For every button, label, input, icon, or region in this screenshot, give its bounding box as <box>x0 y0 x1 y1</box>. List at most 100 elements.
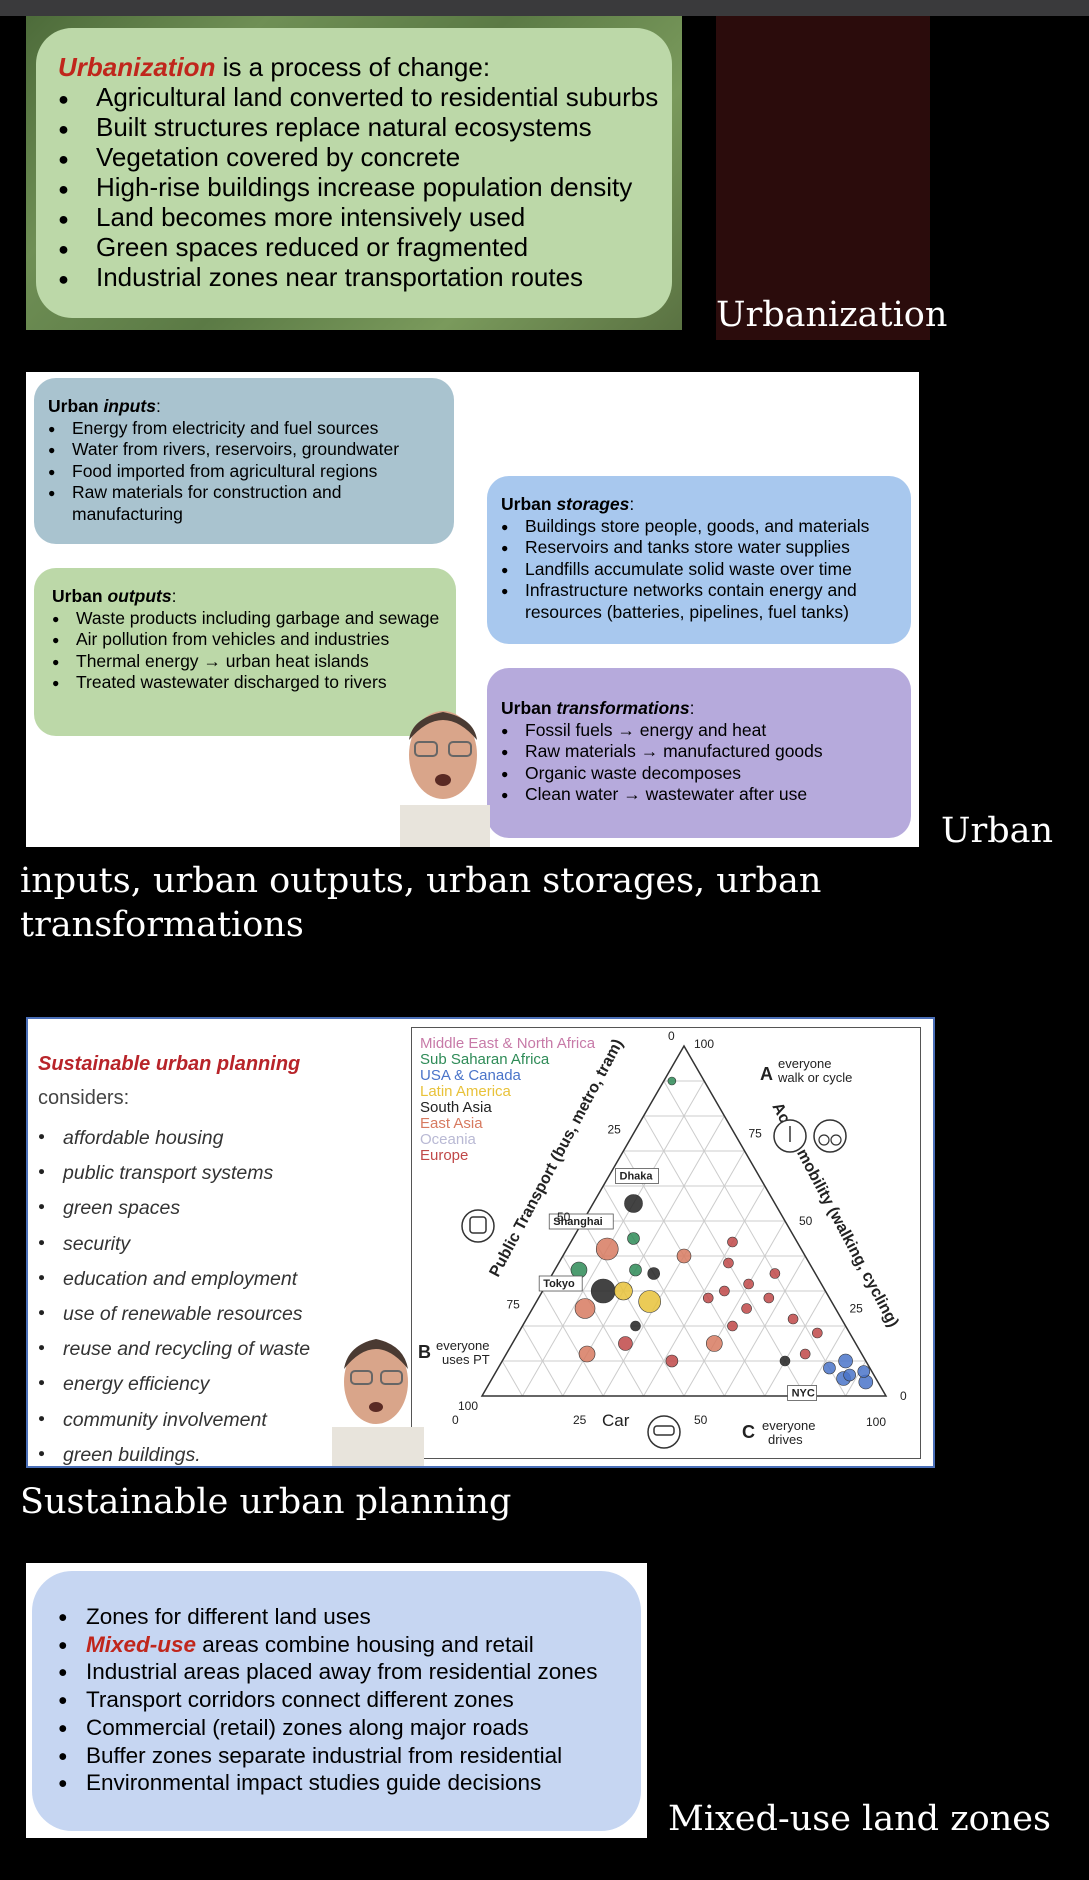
urban-transformations-list: Fossil fuels → energy and heatRaw materi… <box>501 720 911 807</box>
data-point <box>638 1290 661 1313</box>
mixed-use-text: Zones for different land usesMixed-use a… <box>58 1603 638 1799</box>
urbanization-caption: Urbanization <box>716 295 948 335</box>
grid-line <box>542 1290 604 1397</box>
grid-line <box>683 1220 786 1397</box>
data-point <box>705 1335 723 1352</box>
ternary-plot: DhakaShanghaiTokyoNYC1007550250025507510… <box>418 1029 907 1449</box>
list-item: education and employment <box>38 1262 358 1297</box>
legend-entry: Europe <box>420 1147 469 1164</box>
urbanization-title: Urbanization is a process of change: <box>58 52 668 82</box>
mixed-use-caption: Mixed-use land zones <box>668 1799 1051 1839</box>
sustainable-planning-caption: Sustainable urban planning <box>20 1482 512 1522</box>
urban-outputs-heading: Urban outputs: <box>52 586 177 606</box>
data-point <box>578 1345 596 1363</box>
tick-label: 50 <box>799 1214 813 1228</box>
tick-label: 25 <box>850 1302 864 1316</box>
list-item: Air pollution from vehicles and industri… <box>52 629 456 652</box>
data-point <box>618 1336 633 1351</box>
list-item: Commercial (retail) zones along major ro… <box>58 1714 638 1744</box>
bullet-text: Industrial areas placed away from reside… <box>86 1659 598 1685</box>
city-label-box <box>615 1168 659 1184</box>
legend-entry: South Asia <box>420 1099 492 1116</box>
urban-inputs-list: Energy from electricity and fuel sources… <box>48 418 454 526</box>
list-item: Environmental impact studies guide decis… <box>58 1769 638 1799</box>
corner-a-letter: A <box>760 1064 773 1084</box>
list-item: Agricultural land converted to residenti… <box>58 82 668 117</box>
grid-line <box>663 1080 847 1397</box>
presenter-video-overlay-2 <box>332 1339 424 1466</box>
grid-line <box>602 1150 746 1397</box>
grid-line <box>501 1360 523 1397</box>
data-point <box>665 1354 679 1368</box>
urbanization-thumbnail[interactable] <box>716 16 930 340</box>
data-point <box>719 1285 730 1297</box>
urban-transformations-box: Urban transformations: Fossil fuels → en… <box>487 668 911 838</box>
city-label: NYC <box>792 1388 815 1400</box>
tick-label: 100 <box>866 1415 886 1429</box>
car-icon-body <box>653 1425 675 1436</box>
data-point <box>702 1292 714 1304</box>
urban-systems-caption-line1: Urban <box>941 811 1054 851</box>
list-item: Thermal energy → urban heat islands <box>52 651 456 674</box>
bus-icon <box>461 1209 495 1243</box>
data-point <box>787 1313 799 1325</box>
list-item: Fossil fuels → energy and heat <box>501 720 911 743</box>
list-item: green buildings. <box>38 1438 358 1473</box>
list-item: Treated wastewater discharged to rivers <box>52 672 456 695</box>
title-highlight: Urbanization <box>58 52 216 82</box>
data-point <box>676 1248 692 1264</box>
tick-label: 25 <box>608 1123 622 1137</box>
list-item: Raw materials → manufactured goods <box>501 741 911 764</box>
bullet-text: Transport corridors connect different zo… <box>86 1687 514 1713</box>
list-item: reuse and recycling of waste <box>38 1332 358 1367</box>
data-point <box>614 1281 633 1301</box>
data-point <box>570 1261 588 1279</box>
city-label-box <box>548 1213 614 1230</box>
city-label-box <box>787 1385 817 1401</box>
highlight-text: Mixed-use <box>86 1631 197 1657</box>
data-point <box>727 1236 738 1248</box>
list-item: Food imported from agricultural regions <box>48 461 454 484</box>
sustainable-planning-subtitle: considers: <box>38 1087 130 1109</box>
urban-systems-slide[interactable]: Urban inputs: Energy from electricity an… <box>26 372 919 847</box>
list-item: Organic waste decomposes <box>501 763 911 786</box>
list-item: Industrial zones near transportation rou… <box>58 262 668 297</box>
city-label: Shanghai <box>553 1216 603 1228</box>
data-point <box>799 1348 811 1360</box>
legend-entry: Middle East & North Africa <box>420 1035 596 1052</box>
data-point <box>727 1320 738 1332</box>
corner-b-letter: B <box>418 1342 431 1362</box>
grid-line <box>764 1290 826 1397</box>
urban-systems-caption-line2: inputs, urban outputs, urban storages, u… <box>20 861 822 945</box>
urban-outputs-list: Waste products including garbage and sew… <box>52 608 456 695</box>
legend-entry: Latin America <box>420 1083 511 1100</box>
legend-entry: USA & Canada <box>420 1067 521 1084</box>
urban-inputs-box: Urban inputs: Energy from electricity an… <box>34 378 454 544</box>
tick-label: 75 <box>507 1298 521 1312</box>
list-item: use of renewable resources <box>38 1297 358 1332</box>
list-item: green spaces <box>38 1191 358 1226</box>
tick-label: 100 <box>458 1399 478 1413</box>
data-point <box>595 1237 619 1261</box>
bullet-text: Zones for different land uses <box>86 1604 371 1629</box>
corner-b-text-2: uses PT <box>442 1352 490 1367</box>
sustainable-planning-slide[interactable]: Sustainable urban planning considers: af… <box>26 1017 935 1471</box>
cycling-icon-wheel-2 <box>830 1134 842 1146</box>
presenter-video-overlay <box>400 711 490 847</box>
city-label-box <box>538 1275 583 1292</box>
urbanization-bullet-list: Agricultural land converted to residenti… <box>58 82 668 297</box>
list-item: Vegetation covered by concrete <box>58 142 668 177</box>
data-point <box>627 1232 640 1245</box>
data-point <box>838 1353 853 1369</box>
urban-storages-heading: Urban storages: <box>501 494 635 514</box>
data-point <box>857 1365 871 1378</box>
mixed-use-list: Zones for different land usesMixed-use a… <box>58 1603 638 1799</box>
tick-label: 50 <box>694 1413 708 1427</box>
corner-c-letter: C <box>742 1422 755 1442</box>
data-point <box>763 1292 775 1304</box>
grid-line <box>804 1325 847 1397</box>
list-item: security <box>38 1227 358 1262</box>
data-point <box>630 1320 641 1332</box>
tick-label: 0 <box>900 1389 907 1403</box>
